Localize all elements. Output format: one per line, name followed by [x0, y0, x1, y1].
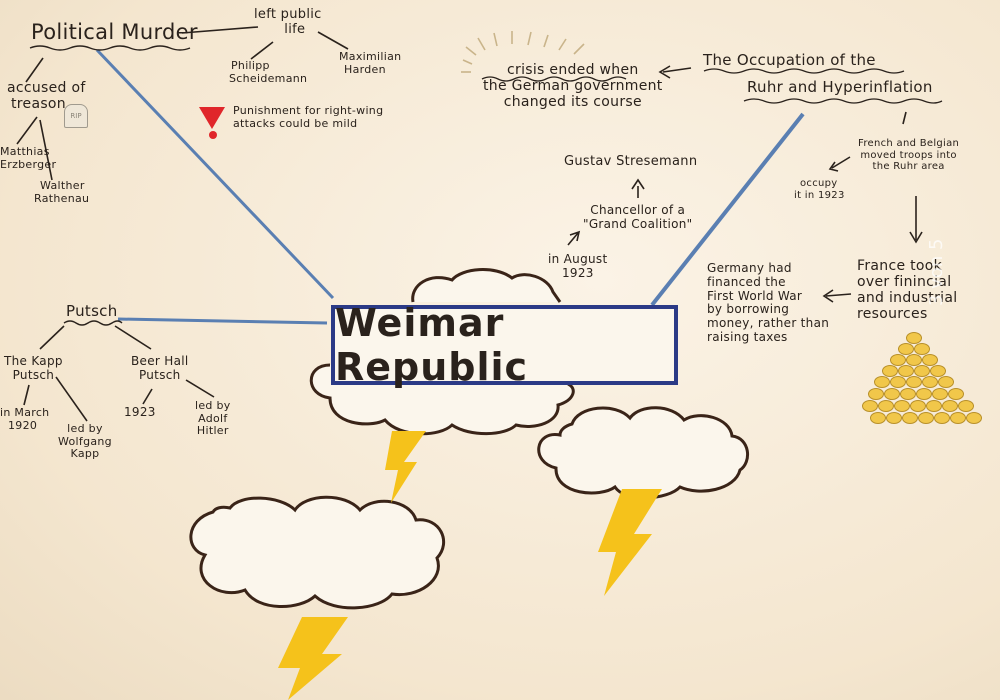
watermark-text: 3 von 5 [926, 238, 947, 306]
central-topic-box: Weimar Republic [331, 301, 678, 389]
walther-rathenau-text: Walther Rathenau [34, 179, 90, 205]
occupation-heading: The Occupation of the Ruhr and Hyperinfl… [703, 51, 933, 97]
gravestone-icon: RIP [64, 104, 88, 128]
connector-putsch [117, 317, 328, 325]
putsch-underline [63, 320, 123, 326]
occupation-underline-1 [703, 68, 905, 74]
lightning-center [385, 431, 426, 503]
matthias-erzberger-text: Matthias Erzberger [0, 145, 57, 171]
stresemann-text: Gustav Stresemann [564, 154, 698, 169]
connector-political-murder [95, 48, 335, 300]
punishment-note-text: Punishment for right-wing attacks could … [233, 104, 384, 130]
kapp-putsch-text: The Kapp Putsch [4, 354, 63, 382]
ink-branches [16, 26, 923, 422]
central-topic-title: Weimar Republic [335, 301, 529, 389]
cloud-behind-title [411, 268, 562, 303]
maximilian-harden-text: Maximilian Harden [339, 50, 402, 76]
cloud-bottom-left [189, 495, 446, 610]
connector-occupation [650, 112, 805, 307]
lightning-right [598, 489, 662, 596]
left-public-life-text: left public life [254, 7, 322, 37]
beer-hall-year-text: 1923 [124, 405, 156, 419]
putsch-heading: Putsch [66, 302, 118, 320]
france-resources-text: France took over finincial and industria… [857, 258, 958, 323]
lightning-bottom [278, 617, 348, 700]
philipp-scheidemann-text: Philipp Scheidemann [229, 59, 308, 85]
crisis-underline [481, 76, 627, 82]
led-by-hitler-text: led by Adolf Hitler [195, 399, 231, 438]
warning-icon-dot [209, 131, 217, 139]
kapp-date-text: in March 1920 [0, 406, 50, 432]
chancellor-text: Chancellor of a "Grand Coalition" [583, 203, 693, 231]
occupation-underline-2 [743, 98, 943, 104]
beer-hall-putsch-text: Beer Hall Putsch [131, 354, 189, 382]
led-by-kapp-text: led by Wolfgang Kapp [58, 422, 112, 461]
sunburst-rays [461, 31, 585, 73]
political-murder-underline [29, 45, 191, 51]
french-belgian-text: French and Belgian moved troops into the… [858, 138, 960, 172]
political-murder-heading: Political Murder [31, 20, 198, 44]
warning-icon [199, 107, 225, 129]
occupy-1923-text: occupy it in 1923 [794, 178, 845, 201]
germany-war-debt-text: Germany had financed the First World War… [707, 261, 830, 344]
crisis-ended-text: crisis ended when the German government … [483, 62, 663, 111]
august-1923-text: in August 1923 [548, 252, 608, 280]
cloud-right [537, 406, 749, 500]
accused-of-treason-text: accused of treason [7, 80, 86, 113]
